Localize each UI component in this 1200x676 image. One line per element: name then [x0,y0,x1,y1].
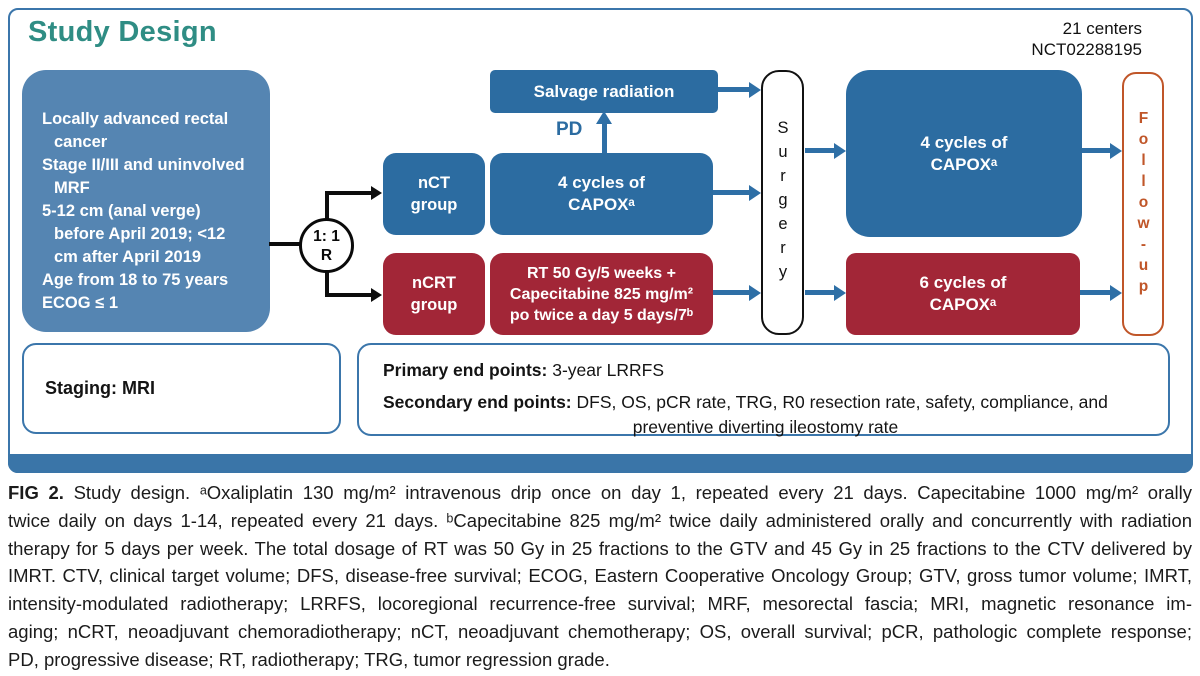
eligibility-line: Stage II/III and uninvolved [42,156,245,174]
eligibility-box: Locally advanced rectal cancer Stage II/… [22,70,270,332]
pd-label: PD [556,119,583,140]
eligibility-line: ECOG ≤ 1 [42,294,118,312]
followup-label: Follow-up [1135,109,1152,299]
randomization-letter: R [320,247,333,264]
adjuvant-ncrt-line1: 6 cycles of [919,273,1007,292]
trial-registry-id: NCT02288195 [1031,40,1142,59]
randomization-ratio: 1: 1 [313,228,340,245]
surgery-box: Surgery [761,70,804,335]
nct-group-box: nCT group [383,153,485,235]
staging-box: Staging: MRI [22,343,341,434]
adjuvant-ncrt-line2: CAPOXᵃ [929,295,997,314]
endpoints-box: Primary end points: 3-year LRRFS Seconda… [357,343,1170,437]
nct-treatment-box: 4 cycles of CAPOXᵃ [490,153,713,235]
connector-eligibility-to-randomization [269,242,303,246]
connector-up-horizontal [325,191,371,195]
secondary-endpoints-line: Secondary end points: DFS, OS, pCR rate,… [383,390,1148,415]
caption-line: intensity-modulated radiotherapy; LRRFS,… [8,593,1192,615]
arrowhead-to-nct-icon [371,186,382,200]
caption-line: IMRT. CTV, clinical target volume; DFS, … [8,565,1192,587]
pd-arrow-shaft [602,124,607,154]
arrow-surgery-to-adjuvant-nct [805,142,846,159]
secondary-endpoints-value: DFS, OS, pCR rate, TRG, R0 resection rat… [571,392,1108,412]
caption-line: therapy for 5 days per week. The total d… [8,537,1192,559]
arrow-adjuvant-ncrt-to-followup [1080,284,1122,301]
ncrt-treatment-box: RT 50 Gy/5 weeks + Capecitabine 825 mg/m… [490,253,713,335]
caption-line: FIG 2. Study design. ᵃOxaliplatin 130 mg… [8,479,1192,507]
page-title: Study Design [28,16,217,48]
connector-down-vertical [325,271,329,295]
salvage-radiation-label: Salvage radiation [533,81,675,101]
ncrt-treatment-line2: Capecitabine 825 mg/m² [509,285,694,303]
eligibility-line: MRF [54,179,90,197]
eligibility-line: Age from 18 to 75 years [42,271,229,289]
arrow-nct-to-surgery [713,184,761,201]
eligibility-line: cm after April 2019 [54,248,202,266]
adjuvant-nct-box: 4 cycles of CAPOXᵃ [846,70,1082,237]
surgery-label: Surgery [774,118,792,287]
ncrt-treatment-line1: RT 50 Gy/5 weeks + [527,264,676,282]
ncrt-treatment-line3: po twice a day 5 days/7ᵇ [509,306,694,324]
caption-line: aging; nCRT, neoadjuvant chemoradiothera… [8,620,1192,642]
figure-footer-bar [8,454,1193,473]
ncrt-group-box: nCRT group [383,253,485,335]
caption-fig-label: FIG 2. [8,482,64,503]
ncrt-group-line2: group [410,296,458,314]
figure-caption: FIG 2. Study design. ᵃOxaliplatin 130 mg… [8,479,1192,674]
eligibility-line: 5-12 cm (anal verge) [42,202,201,220]
adjuvant-ncrt-box: 6 cycles of CAPOXᵃ [846,253,1080,335]
salvage-radiation-box: Salvage radiation [490,70,718,113]
primary-endpoints-line: Primary end points: 3-year LRRFS [383,358,1148,383]
caption-line: PD, progressive disease; RT, radiotherap… [8,648,610,670]
nct-group-line2: group [410,196,458,214]
ncrt-group-line1: nCRT [412,274,456,292]
arrow-ncrt-to-surgery [713,284,761,301]
arrow-adjuvant-nct-to-followup [1082,142,1122,159]
eligibility-line: Locally advanced rectal [42,110,229,128]
followup-box: Follow-up [1122,72,1164,336]
adjuvant-nct-line1: 4 cycles of [920,132,1008,152]
connector-up-vertical [325,191,329,221]
eligibility-line: cancer [54,133,108,151]
pd-arrowhead-icon [596,111,612,124]
randomization-circle: 1: 1 R [299,218,354,273]
caption-line: twice daily on days 1-14, repeated every… [8,509,1192,531]
nct-group-line1: nCT [417,174,451,192]
arrow-surgery-to-adjuvant-ncrt [805,284,846,301]
primary-endpoints-value: 3-year LRRFS [547,360,665,380]
adjuvant-nct-line2: CAPOXᵃ [930,154,998,174]
eligibility-line: before April 2019; <12 [54,225,226,243]
trial-info: 21 centers NCT02288195 [1031,18,1142,60]
secondary-endpoints-label: Secondary end points: [383,392,572,412]
trial-centers: 21 centers [1062,19,1142,38]
connector-down-horizontal [325,293,371,297]
primary-endpoints-label: Primary end points: [383,360,548,380]
caption-line1-text: Study design. ᵃOxaliplatin 130 mg/m² int… [63,482,1193,503]
staging-label: Staging: MRI [45,378,155,398]
nct-treatment-line1: 4 cycles of [558,173,645,192]
secondary-endpoints-line2: preventive diverting ileostomy rate [632,417,899,437]
arrow-salvage-to-surgery [718,81,761,98]
arrowhead-to-ncrt-icon [371,288,382,302]
nct-treatment-line2: CAPOXᵃ [568,195,635,214]
